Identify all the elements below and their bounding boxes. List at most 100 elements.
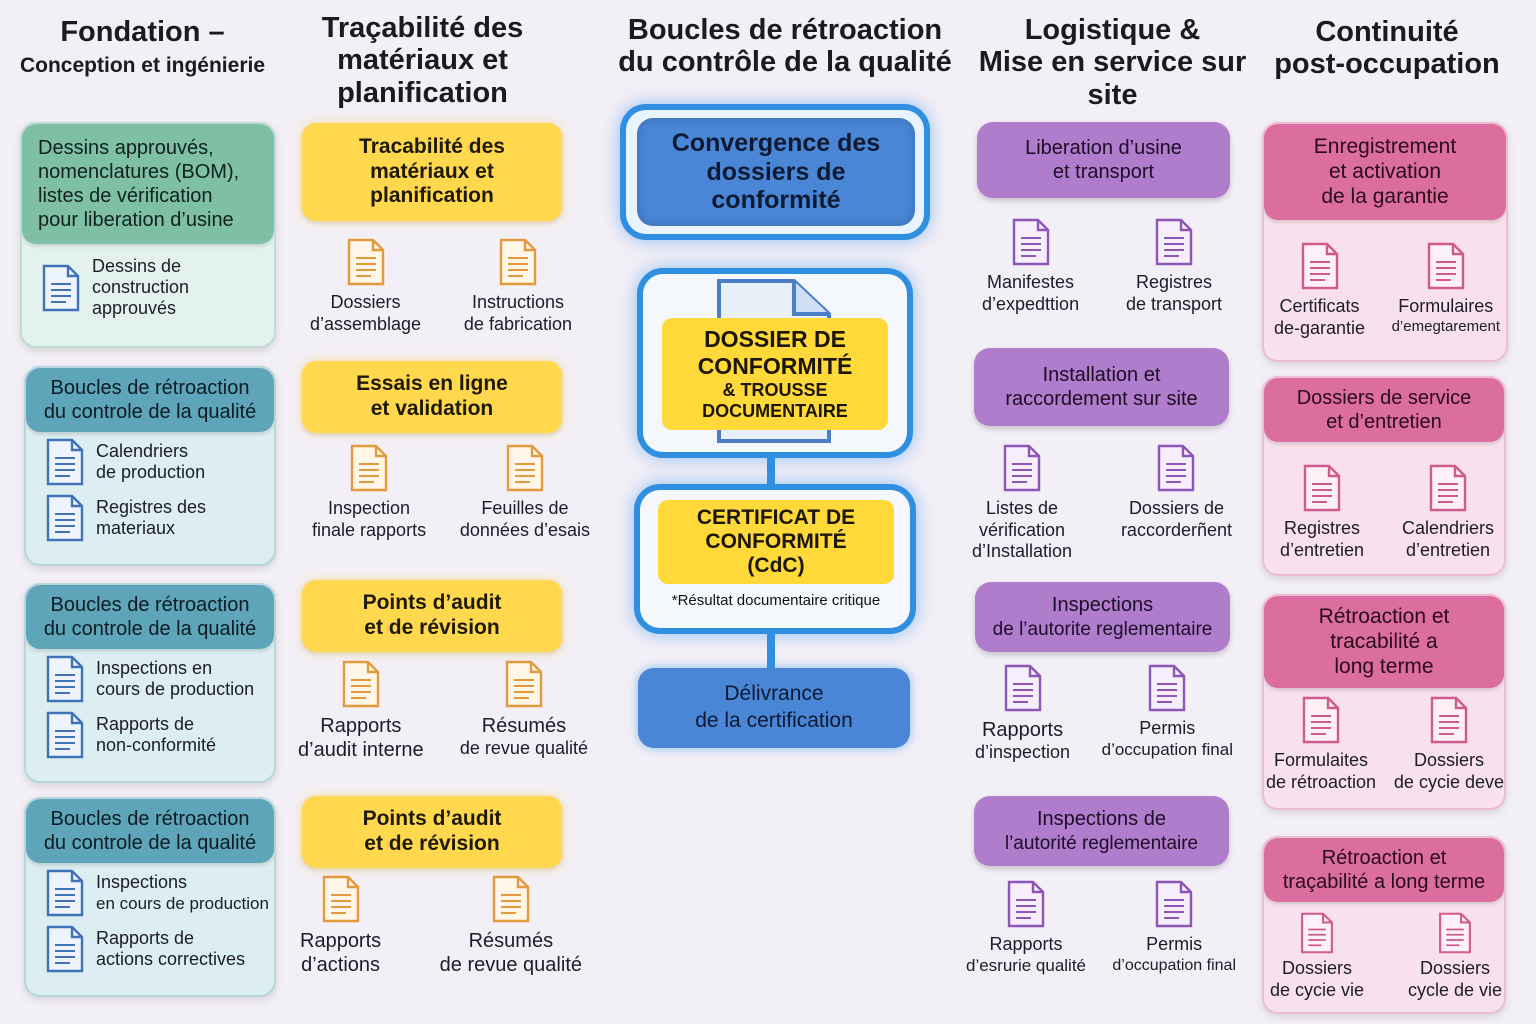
document-icon [46,438,84,486]
document-icon [46,925,84,973]
document-icon [42,264,80,312]
list-item: Calendriers de production [46,438,270,486]
document-icon [1004,664,1042,712]
document-icon [1300,912,1334,954]
document-icon [350,444,388,492]
document-icon [1429,464,1467,512]
document-icon [1438,912,1472,954]
document-icon [1430,696,1468,744]
foundation-card-qc-2: Boucles de rétroaction du controle de la… [24,583,276,783]
list-item: Dessins de construction approuvés [42,256,270,320]
document-icon [1427,242,1465,290]
document-icon [1007,880,1045,928]
list-item: Rapports de actions correctives [46,925,270,973]
certificat-box: CERTIFICAT DE CONFORMITÉ (CdC) [658,500,894,584]
document-icon [322,875,360,923]
document-icon [1155,880,1193,928]
connector-line [767,458,775,486]
continuity-card-feedback-header: Rétroaction et tracabilité a long terme [1264,596,1504,688]
document-icon [492,875,530,923]
continuity-card-warranty: Enregistrement et activation de la garan… [1262,122,1508,362]
foundation-card-qc-3: Boucles de rétroaction du controle de la… [24,797,276,997]
traceability-header-4: Points d’audit et de révision [302,796,562,868]
foundation-card-drawings: Dessins approuvés, nomenclatures (BOM), … [20,122,276,348]
logistics-header-4: Inspections de l’autorité reglementaire [974,796,1229,866]
continuity-card-warranty-header: Enregistrement et activation de la garan… [1264,124,1506,220]
foundation-card-drawings-header: Dessins approuvés, nomenclatures (BOM), … [22,124,274,244]
column-title-logistics: Logistique & Mise en service sur site [978,14,1247,111]
document-icon [1012,218,1050,266]
list-item: Inspections en cours de production [46,655,270,703]
document-icon [1303,464,1341,512]
logistics-header-2: Installation et raccordement sur site [974,348,1229,426]
column-title-traceability: Traçabilité des matériaux et planificati… [321,12,524,109]
document-icon [46,711,84,759]
convergence-box: Convergence des dossiers de conformité [637,118,915,226]
foundation-card-qc-2-header: Boucles de rétroaction du controle de la… [26,585,274,649]
traceability-header-1: Tracabilité des matériaux et planificati… [302,123,562,221]
list-item: Registres des materiaux [46,494,270,542]
foundation-card-qc-3-header: Boucles de rétroaction du controle de la… [26,799,274,863]
foundation-card-qc-1: Boucles de rétroaction du controle de la… [24,366,276,566]
column-title-foundation: Fondation – Conception et ingénierie [10,16,275,78]
document-icon [499,238,537,286]
document-icon [46,655,84,703]
traceability-header-3: Points d’audit et de révision [302,580,562,652]
foundation-subtitle: Conception et ingénierie [19,54,266,78]
document-icon [505,660,543,708]
document-icon [347,238,385,286]
traceability-header-2: Essais en ligne et validation [302,361,562,433]
document-icon [1157,444,1195,492]
foundation-title: Fondation – [60,16,225,48]
document-icon [1148,664,1186,712]
delivrance-box: Délivrance de la certification [638,668,910,748]
certificat-note: *Résultat documentaire critique [671,592,881,609]
document-icon [1155,218,1193,266]
logistics-header-1: Liberation d’usine et transport [977,122,1230,198]
document-icon [1003,444,1041,492]
connector-line [767,634,775,670]
document-icon [46,869,84,917]
logistics-header-3: Inspections de l’autorite reglementaire [975,582,1230,652]
document-icon [1302,696,1340,744]
foundation-card-qc-1-header: Boucles de rétroaction du controle de la… [26,368,274,432]
document-icon [1301,242,1339,290]
dossier-conformite-box: DOSSIER DE CONFORMITÉ & TROUSSE DOCUMENT… [662,318,888,430]
continuity-card-lifecycle-header: Rétroaction et traçabilité a long terme [1264,838,1504,902]
